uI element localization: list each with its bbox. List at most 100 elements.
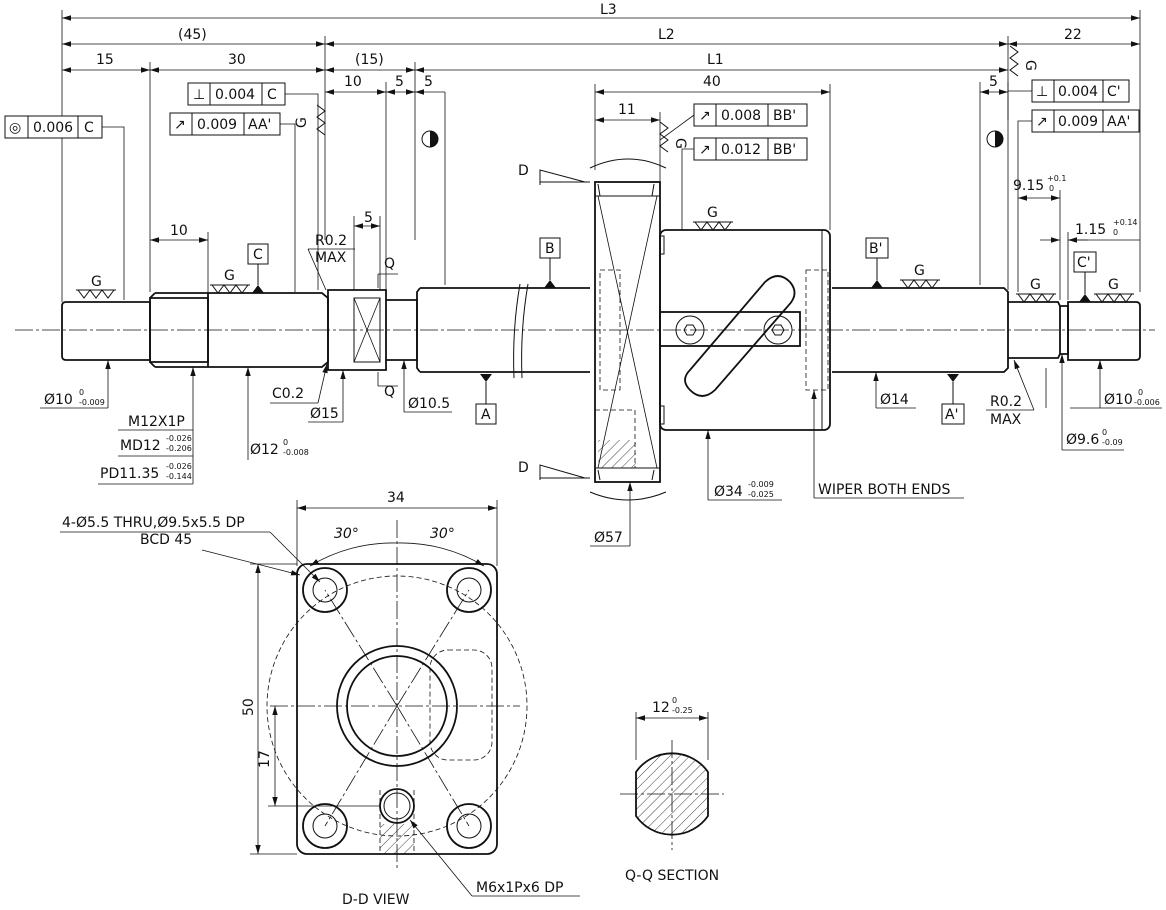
svg-text:-0.009: -0.009 <box>79 398 105 407</box>
svg-text:↗: ↗ <box>699 108 711 124</box>
finish-mark-8: G <box>1016 277 1056 303</box>
svg-text:0: 0 <box>1102 428 1107 437</box>
svg-text:Ø15: Ø15 <box>310 406 339 422</box>
frame-runout-bb-1: ↗ 0.008 BB' <box>659 103 808 141</box>
top-dimensions: L3 (45) L2 22 15 30 (15) L1 10 5 5 40 11 <box>61 2 1141 302</box>
dim-22: 22 <box>1064 27 1082 43</box>
svg-text:Ø10.5: Ø10.5 <box>408 396 450 412</box>
frame-concentricity-c: ◎ 0.006 C <box>4 115 125 300</box>
datum-markers: C B A B' A' C' <box>247 237 1097 425</box>
surface-finish-marks: G G G G G G G G G <box>76 45 1134 303</box>
dim-5c: 5 <box>989 74 998 90</box>
tolerance-frames: ◎ 0.006 C ⊥ 0.004 C ↗ 0.009 AA' ↗ <box>4 79 1140 300</box>
finish-mark-1: G <box>76 274 116 299</box>
svg-text:G: G <box>672 138 688 149</box>
svg-text:0: 0 <box>1049 184 1054 193</box>
svg-text:G: G <box>914 263 925 279</box>
frame-runout-aa: ↗ 0.009 AA' <box>169 112 296 292</box>
svg-text:Q: Q <box>384 384 395 400</box>
svg-text:-0.25: -0.25 <box>672 706 693 715</box>
svg-text:Ø9.6: Ø9.6 <box>1066 432 1099 448</box>
svg-text:0.009: 0.009 <box>197 117 237 133</box>
ball-screw-shaft <box>15 283 1155 379</box>
svg-text:34: 34 <box>387 490 405 506</box>
svg-text:G: G <box>1108 277 1119 293</box>
svg-text:B: B <box>545 241 555 257</box>
svg-text:MAX: MAX <box>315 250 347 266</box>
dim-45: (45) <box>178 27 207 43</box>
svg-text:0: 0 <box>1138 388 1143 397</box>
section-d-markers: D D <box>518 163 590 480</box>
dd-view: 4-Ø5.5 THRU,Ø9.5x5.5 DP BCD 45 34 <box>60 490 580 908</box>
svg-text:↗: ↗ <box>1036 114 1048 130</box>
svg-text:C': C' <box>1107 84 1121 100</box>
svg-text:-0.006: -0.006 <box>1134 398 1160 407</box>
finish-mark-2: G <box>210 268 250 294</box>
frame-runout-bb-2: ↗ 0.012 BB' <box>681 137 808 230</box>
dim-40: 40 <box>703 74 721 90</box>
finish-mark-7: G <box>1009 45 1038 77</box>
svg-text:-0.025: -0.025 <box>748 490 774 499</box>
left-callouts: Ø10 0 -0.009 M12X1P MD12 -0.026 -0.206 P… <box>40 210 452 485</box>
right-small-dims: 9.15 +0.1 0 1.15 +0.14 0 <box>1013 174 1140 300</box>
svg-text:M12X1P: M12X1P <box>128 414 185 430</box>
frame-perpendicularity-c2: ⊥ 0.004 C' <box>1008 79 1130 103</box>
svg-text:10: 10 <box>170 223 188 239</box>
finish-mark-9: G <box>1094 277 1134 303</box>
svg-text:◎: ◎ <box>9 120 21 136</box>
svg-text:PD11.35: PD11.35 <box>100 466 159 482</box>
svg-text:0: 0 <box>283 438 288 447</box>
svg-text:G: G <box>224 268 235 284</box>
svg-text:+0.1: +0.1 <box>1047 174 1066 183</box>
dim-11: 11 <box>618 102 636 118</box>
dim-10a: 10 <box>344 74 362 90</box>
ball-nut-flange <box>589 158 667 501</box>
svg-text:30°: 30° <box>334 526 359 542</box>
svg-text:M6x1Px6 DP: M6x1Px6 DP <box>476 880 564 896</box>
svg-text:Ø10: Ø10 <box>44 392 73 408</box>
svg-text:0.009: 0.009 <box>1058 114 1098 130</box>
dim-15: 15 <box>96 52 114 68</box>
svg-text:A': A' <box>945 407 958 423</box>
svg-text:-0.026: -0.026 <box>166 434 192 443</box>
svg-text:MD12: MD12 <box>120 438 161 454</box>
finish-mark-4: G <box>659 121 688 153</box>
svg-text:AA': AA' <box>248 117 271 133</box>
svg-text:-0.026: -0.026 <box>166 462 192 471</box>
svg-text:AA': AA' <box>1107 114 1130 130</box>
finish-mark-6: G <box>900 263 940 289</box>
svg-text:D: D <box>518 460 529 476</box>
dim-5b: 5 <box>424 74 433 90</box>
dim-15-ref: (15) <box>355 52 384 68</box>
qq-section-title: Q-Q SECTION <box>625 868 719 884</box>
frame-perpendicularity-c: ⊥ 0.004 C <box>187 82 319 290</box>
svg-text:0.006: 0.006 <box>33 120 73 136</box>
svg-text:Ø10: Ø10 <box>1104 392 1133 408</box>
svg-text:-0.144: -0.144 <box>166 472 192 481</box>
svg-text:R0.2: R0.2 <box>990 394 1022 410</box>
svg-text:G: G <box>294 117 310 128</box>
svg-text:A: A <box>481 407 491 423</box>
svg-text:-0.206: -0.206 <box>166 444 192 453</box>
svg-text:BB': BB' <box>773 142 796 158</box>
svg-text:Q: Q <box>384 256 395 272</box>
svg-text:G: G <box>1022 60 1038 71</box>
svg-text:1.15: 1.15 <box>1075 222 1106 238</box>
svg-text:30°: 30° <box>430 526 455 542</box>
finish-mark-3: G <box>294 104 326 136</box>
svg-text:↗: ↗ <box>174 117 186 133</box>
svg-text:0.008: 0.008 <box>721 108 761 124</box>
qq-section: 12 0 -0.25 Q-Q SECTION <box>620 696 724 884</box>
svg-text:0.004: 0.004 <box>1058 84 1098 100</box>
svg-text:-0.09: -0.09 <box>1102 438 1123 447</box>
svg-text:G: G <box>91 274 102 290</box>
right-callouts: Ø14 Ø34 -0.009 -0.025 WIPER BOTH ENDS Ø5… <box>590 354 1162 547</box>
half-circle-symbols <box>421 130 1004 148</box>
svg-text:G: G <box>1030 277 1041 293</box>
dim-L2: L2 <box>658 27 675 43</box>
svg-text:C: C <box>84 120 94 136</box>
svg-text:Ø14: Ø14 <box>880 392 909 408</box>
svg-text:R0.2: R0.2 <box>315 233 347 249</box>
svg-text:5: 5 <box>364 210 373 226</box>
svg-text:Ø57: Ø57 <box>594 530 623 546</box>
